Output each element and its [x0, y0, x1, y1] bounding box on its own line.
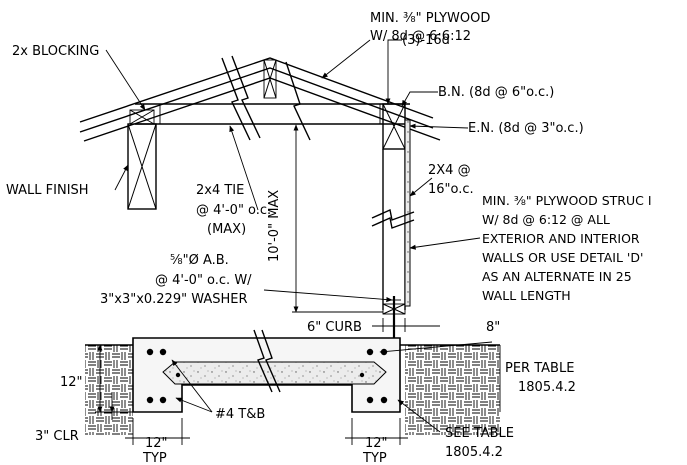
label-per-table-1: PER TABLE	[505, 361, 574, 376]
label-plywood-roof-1: MIN. ⅜" PLYWOOD	[370, 11, 490, 26]
label-boundary-nailing: B.N. (8d @ 6"o.c.)	[438, 85, 554, 100]
label-clear-cover: 3" CLR	[35, 429, 79, 444]
footing	[85, 329, 500, 435]
label-wall-ply-5: AS AN ALTERNATE IN 25	[482, 269, 632, 284]
roof-framing	[79, 55, 441, 142]
dimension-lines	[95, 124, 501, 445]
label-stud-2: 16"o.c.	[428, 182, 474, 197]
label-stud-1: 2X4 @	[428, 163, 471, 178]
label-wall-ply-1: MIN. ⅜" PLYWOOD STRUC I	[482, 193, 652, 208]
label-eight-inch: 8"	[486, 320, 500, 335]
label-nails-16d: (3)-16d	[402, 33, 450, 48]
label-tie-2: @ 4'-0" o.c.	[196, 203, 271, 218]
label-rebar: #4 T&B	[215, 407, 265, 422]
annotation-text: MIN. ⅜" PLYWOOD W/ 8d @ 6:6:12 2x BLOCKI…	[6, 11, 652, 465]
leader-lines	[105, 39, 493, 433]
label-wall-ply-6: WALL LENGTH	[482, 288, 571, 303]
label-per-table-2: 1805.4.2	[518, 380, 576, 395]
label-bottom-left-12: 12"	[145, 436, 168, 451]
label-wall-ply-3: EXTERIOR AND INTERIOR	[482, 231, 640, 246]
label-plywood-roof-2: W/ 8d @ 6:6:12	[370, 29, 471, 44]
label-bottom-left-typ: TYP	[142, 451, 167, 465]
label-bottom-right-typ: TYP	[362, 451, 387, 465]
label-wall-finish: WALL FINISH	[6, 183, 89, 198]
label-anchor-bolt-1: ⅝"Ø A.B.	[170, 253, 229, 268]
label-wall-ply-2: W/ 8d @ 6:12 @ ALL	[482, 212, 610, 227]
label-tie-1: 2x4 TIE	[196, 183, 244, 198]
label-edge-nailing: E.N. (8d @ 3"o.c.)	[468, 121, 584, 136]
label-see-table-1: SEE TABLE	[445, 426, 514, 441]
label-bottom-right-12: 12"	[365, 436, 388, 451]
label-tie-3: (MAX)	[207, 222, 246, 237]
label-wall-ply-4: WALLS OR USE DETAIL 'D'	[482, 250, 643, 265]
label-curb: 6" CURB	[307, 320, 362, 335]
label-height: 10'-0" MAX	[267, 190, 282, 262]
right-wall	[371, 103, 415, 353]
label-anchor-bolt-3: 3"x3"x0.229" WASHER	[100, 292, 248, 307]
label-blocking: 2x BLOCKING	[12, 44, 99, 59]
label-anchor-bolt-2: @ 4'-0" o.c. W/	[155, 273, 252, 288]
label-see-table-2: 1805.4.2	[445, 445, 503, 460]
label-twelve-left: 12"	[60, 375, 83, 390]
